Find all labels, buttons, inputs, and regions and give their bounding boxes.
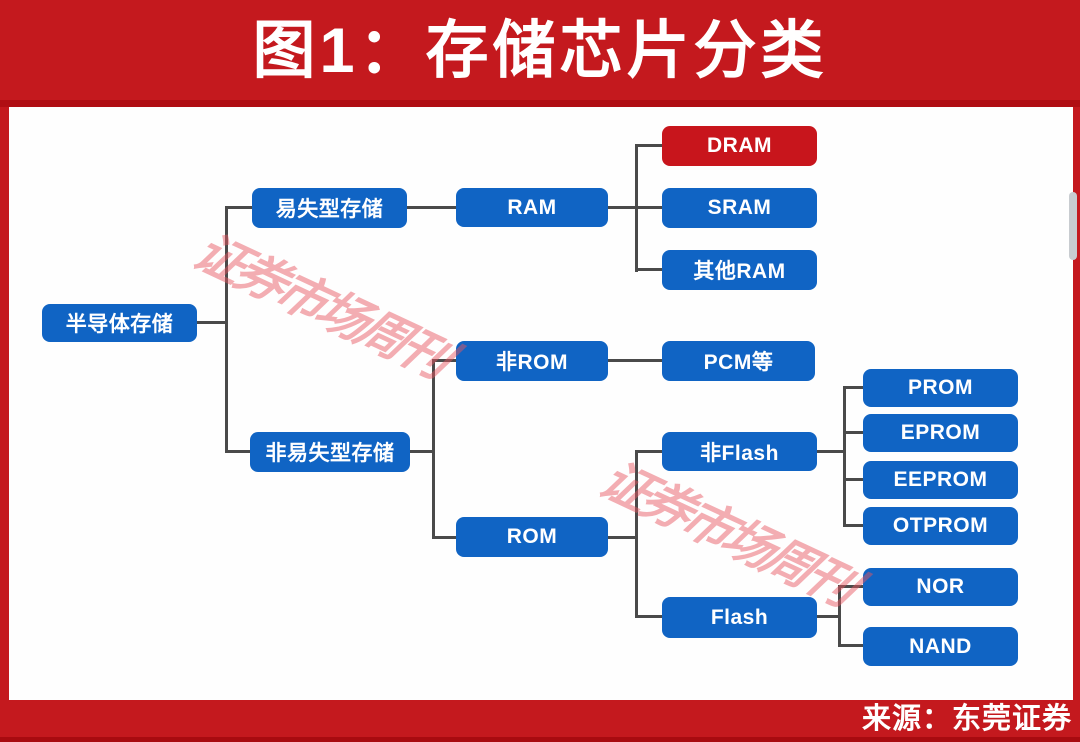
connector-line (225, 206, 228, 453)
connector-line (608, 206, 635, 209)
figure-title: 图1：存储芯片分类 (252, 16, 828, 86)
connector-line (432, 359, 456, 362)
node-rom: ROM (456, 517, 608, 557)
connector-line (838, 644, 863, 647)
connector-line (817, 615, 838, 618)
node-non-rom: 非ROM (456, 341, 608, 381)
node-prom: PROM (863, 369, 1018, 407)
node-sram: SRAM (662, 188, 817, 228)
connector-line (432, 359, 435, 539)
bottom-edge-line (0, 737, 1080, 742)
connector-line (635, 615, 662, 618)
title-divider (0, 100, 1080, 107)
connector-line (843, 386, 846, 527)
scrollbar-thumb[interactable] (1069, 192, 1077, 260)
connector-line (843, 386, 863, 389)
node-other-ram: 其他RAM (662, 250, 817, 290)
connector-line (635, 450, 638, 618)
connector-line (843, 524, 863, 527)
connector-line (608, 359, 662, 362)
connector-line (817, 450, 843, 453)
node-otprom: OTPROM (863, 507, 1018, 545)
node-dram-highlighted: DRAM (662, 126, 817, 166)
connector-line (410, 450, 432, 453)
node-nonvolatile-storage: 非易失型存储 (250, 432, 410, 472)
node-flash: Flash (662, 597, 817, 638)
node-non-flash: 非Flash (662, 432, 817, 471)
node-ram: RAM (456, 188, 608, 227)
node-eeprom: EEPROM (863, 461, 1018, 499)
connector-line (432, 536, 456, 539)
node-eprom: EPROM (863, 414, 1018, 452)
connector-line (608, 536, 635, 539)
node-semiconductor-storage: 半导体存储 (42, 304, 197, 342)
connector-line (843, 478, 863, 481)
connector-line (635, 268, 662, 271)
node-nor: NOR (863, 568, 1018, 606)
connector-line (838, 585, 841, 647)
connector-line (197, 321, 225, 324)
connector-line (843, 431, 863, 434)
connector-line (635, 144, 662, 147)
connector-line (225, 206, 252, 209)
connector-line (635, 206, 662, 209)
connector-line (225, 450, 250, 453)
node-nand: NAND (863, 627, 1018, 666)
source-caption: 来源：东莞证券 (861, 703, 1072, 735)
connector-line (635, 450, 662, 453)
connector-line (407, 206, 456, 209)
node-volatile-storage: 易失型存储 (252, 188, 407, 228)
connector-line (838, 585, 863, 588)
node-pcm-etc: PCM等 (662, 341, 815, 381)
